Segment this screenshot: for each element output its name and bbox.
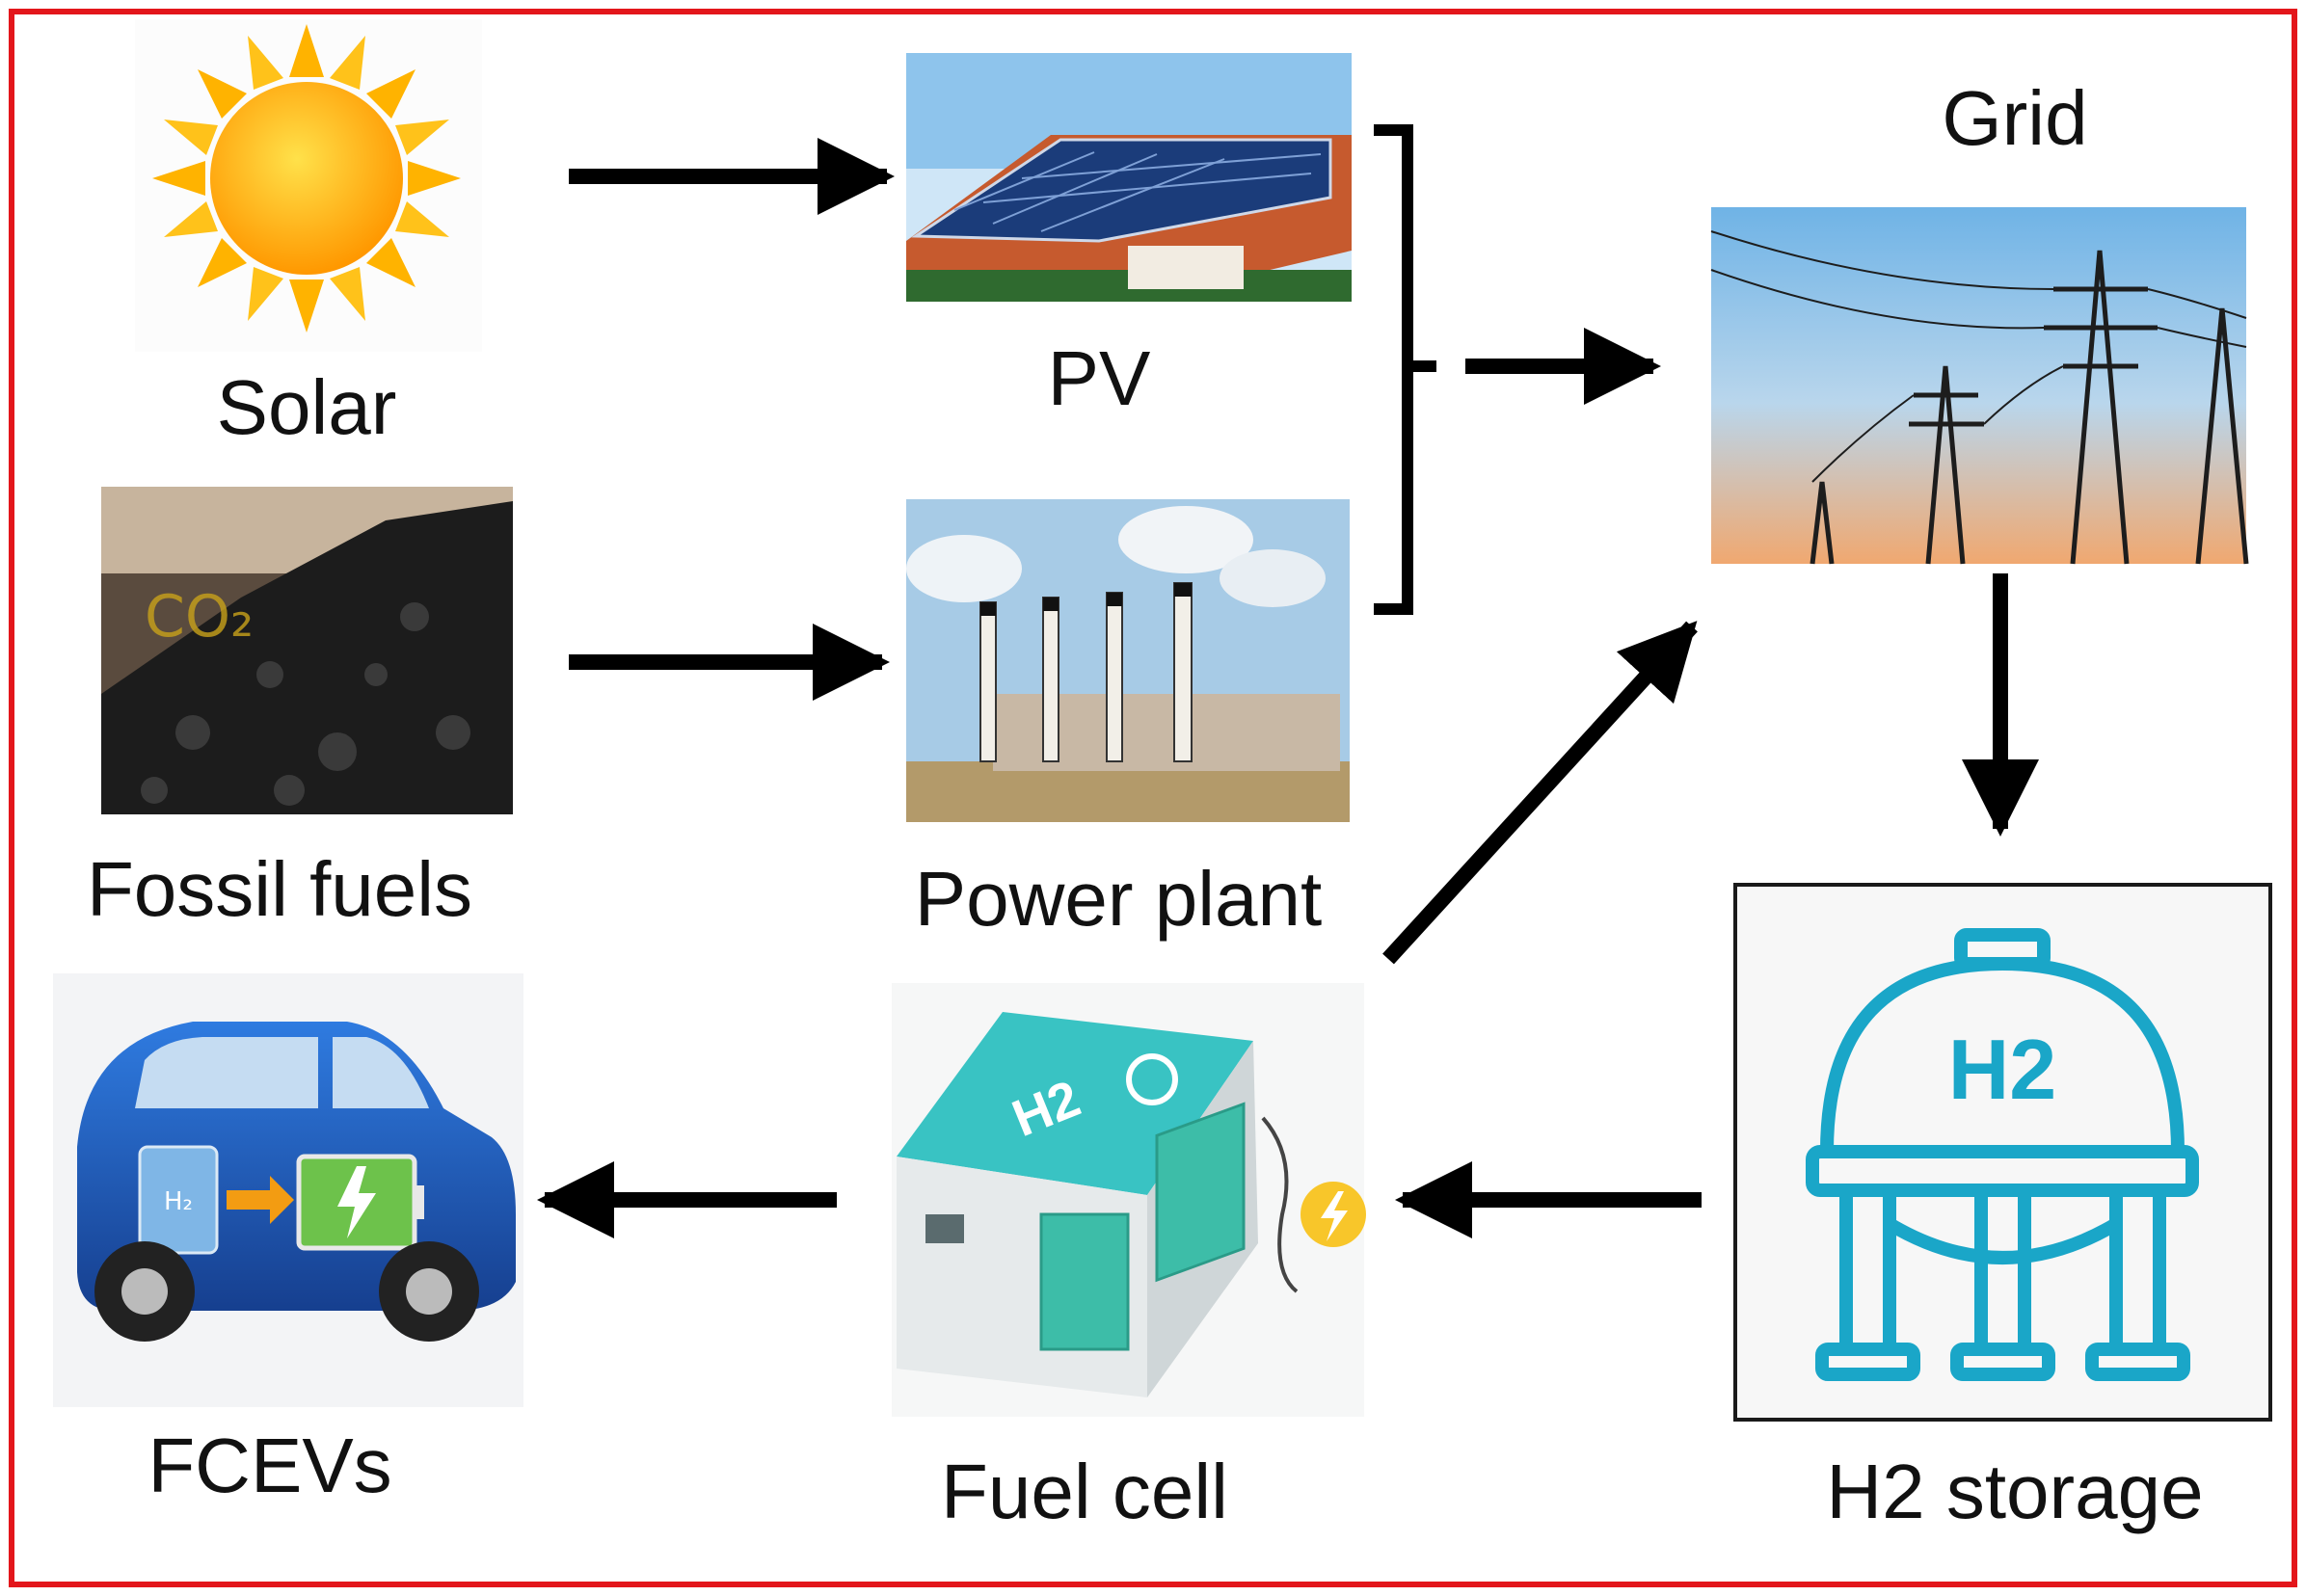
power-line-pylons-icon xyxy=(1710,207,2249,565)
hydrogen-tank-icon: H2 xyxy=(1733,883,2272,1422)
h2storage-label: H2 storage xyxy=(1826,1449,2203,1534)
sun-icon xyxy=(135,19,482,352)
fossil-label: Fossil fuels xyxy=(87,846,472,932)
svg-text:H₂: H₂ xyxy=(164,1187,193,1216)
fuel-cell-unit-icon: H2 xyxy=(892,983,1366,1417)
bracket-pv-plant xyxy=(1374,124,1436,615)
coal-pile-icon: CO₂ xyxy=(101,487,513,814)
fuelcell-label: Fuel cell xyxy=(941,1449,1228,1534)
pv-label: PV xyxy=(1048,335,1151,421)
svg-text:CO₂: CO₂ xyxy=(145,583,254,651)
solar-panel-roof-icon xyxy=(906,53,1352,302)
frame-border xyxy=(9,9,2297,1587)
solar-label: Solar xyxy=(217,364,397,450)
h2-storage-badge: H2 xyxy=(1948,1022,2057,1117)
plant-label: Power plant xyxy=(915,856,1322,942)
battery-icon xyxy=(296,1154,424,1251)
power-plant-chimneys-icon xyxy=(906,499,1350,822)
hydrogen-car-icon: H₂ xyxy=(53,973,523,1407)
grid-label: Grid xyxy=(1942,75,2087,161)
hydrogen-tank-mini-icon: H₂ xyxy=(138,1145,219,1255)
arrow-fuelcell-to-grid xyxy=(1382,621,1698,965)
fcev-label: FCEVs xyxy=(147,1423,391,1508)
